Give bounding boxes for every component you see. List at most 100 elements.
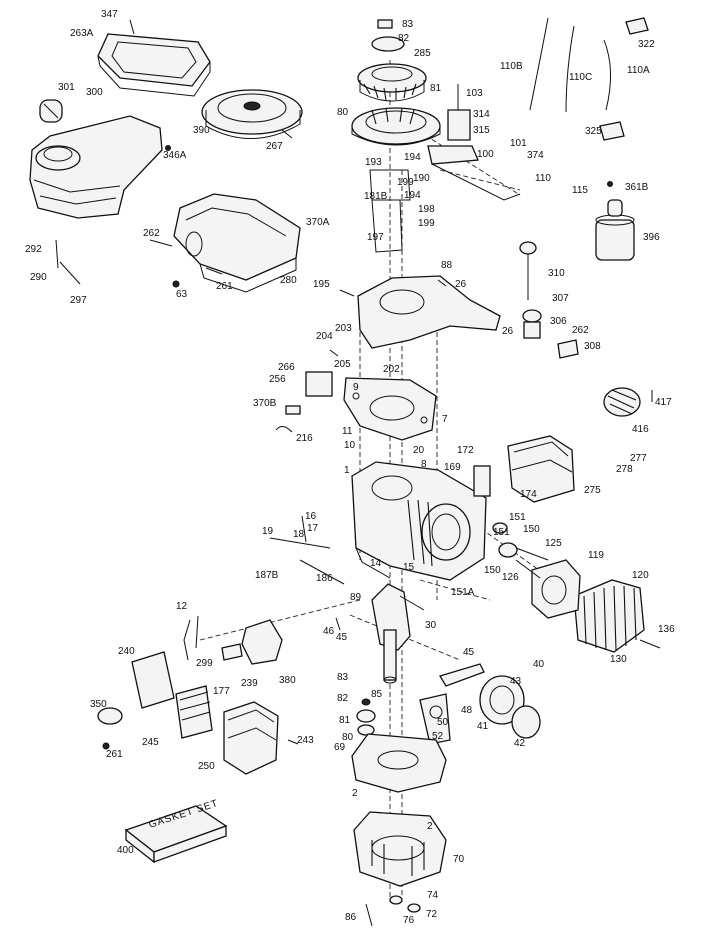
part-label: 172: [457, 445, 474, 456]
small-hardware: [55, 129, 661, 750]
part-label: 50: [437, 717, 449, 728]
part-label: 306: [550, 316, 567, 327]
part-label: 177: [213, 686, 230, 697]
part-label: 267: [266, 141, 283, 152]
breather: [275, 371, 333, 433]
part-label: 325: [585, 126, 602, 137]
blower-housing: [29, 99, 163, 219]
part-label: 380: [279, 675, 296, 686]
part-label: 187B: [255, 570, 279, 581]
cylinder-block: [351, 461, 487, 581]
part-label: 83: [402, 19, 414, 30]
part-label: 43: [510, 676, 522, 687]
part-label: 130: [610, 654, 627, 665]
part-label: 194: [404, 152, 421, 163]
part-label: 80: [337, 107, 349, 118]
part-label: 9: [353, 382, 359, 393]
part-label: 15: [403, 562, 415, 573]
part-label: 74: [427, 890, 439, 901]
part-label: 199: [418, 218, 435, 229]
part-label: 186: [316, 573, 333, 584]
fuel-filter: [595, 199, 635, 261]
part-label: 151A: [451, 587, 475, 598]
part-label: 89: [350, 592, 362, 603]
part-label: 205: [334, 359, 351, 370]
ignition-module: [97, 651, 213, 739]
part-label: 256: [269, 374, 286, 385]
part-label: 396: [643, 232, 660, 243]
part-label: 250: [198, 761, 215, 772]
part-label: 7: [442, 414, 448, 425]
air-cleaner-cover: [97, 19, 211, 97]
cylinder-shroud: [173, 193, 301, 293]
part-label: 361B: [625, 182, 649, 193]
part-label: 198: [418, 204, 435, 215]
crankcase-cover: [351, 733, 447, 793]
flywheel: [351, 19, 441, 146]
part-label: 1: [344, 465, 350, 476]
part-label: 181B: [364, 191, 388, 202]
part-label: 101: [510, 138, 527, 149]
part-label: 297: [70, 295, 87, 306]
part-label: 263A: [70, 28, 94, 39]
part-label: 10: [344, 440, 356, 451]
part-label: 2: [352, 788, 358, 799]
part-label: 346A: [163, 150, 187, 161]
part-label: 416: [632, 424, 649, 435]
part-label: 245: [142, 737, 159, 748]
part-label: 301: [58, 82, 75, 93]
part-label: 80: [342, 732, 354, 743]
part-label: 86: [345, 912, 357, 923]
part-label: 70: [453, 854, 465, 865]
part-label: 11: [342, 426, 353, 437]
part-label: 115: [572, 185, 588, 196]
part-label: 83: [337, 672, 349, 683]
part-label: 14: [370, 558, 382, 569]
part-label: 26: [502, 326, 514, 337]
part-label: 193: [365, 157, 382, 168]
part-label: 82: [398, 33, 410, 44]
part-label: 150: [523, 524, 540, 535]
part-label: 308: [584, 341, 601, 352]
part-label: 81: [430, 83, 442, 94]
part-label: 45: [336, 632, 348, 643]
muffler: [473, 435, 575, 503]
part-label: 315: [473, 125, 490, 136]
cylinder-head: [573, 579, 645, 653]
part-label: 12: [176, 601, 188, 612]
piston-assembly: [419, 663, 541, 745]
part-label: 239: [241, 678, 258, 689]
part-label: 374: [527, 150, 544, 161]
part-label: 261: [106, 749, 123, 760]
spark-plug-parts: [519, 241, 579, 359]
crankshaft: [371, 583, 425, 684]
control-bracket: [427, 84, 521, 201]
part-label: 197: [367, 232, 384, 243]
part-label: 88: [441, 260, 453, 271]
part-label: 110A: [627, 65, 650, 76]
starter-solenoid: [183, 619, 283, 665]
part-label: 52: [432, 731, 444, 742]
part-label: 204: [316, 331, 333, 342]
bottom-bolts: [365, 895, 421, 927]
part-label: 82: [337, 693, 349, 704]
part-label: 110: [535, 173, 551, 184]
part-label: 174: [520, 489, 537, 500]
part-label: 169: [444, 462, 461, 473]
part-label: 46: [323, 626, 335, 637]
part-label: 125: [545, 538, 562, 549]
part-label: 262: [572, 325, 589, 336]
governor-links: [529, 17, 649, 141]
part-label: 240: [118, 646, 135, 657]
part-label: 63: [176, 289, 188, 300]
part-label: 110B: [500, 61, 523, 72]
part-label: 85: [371, 689, 383, 700]
part-label: 290: [30, 272, 47, 283]
head-gasket: [343, 377, 437, 441]
part-label: 285: [414, 48, 431, 59]
part-label: 322: [638, 39, 655, 50]
part-label: 2: [427, 821, 433, 832]
part-label: 350: [90, 699, 107, 710]
